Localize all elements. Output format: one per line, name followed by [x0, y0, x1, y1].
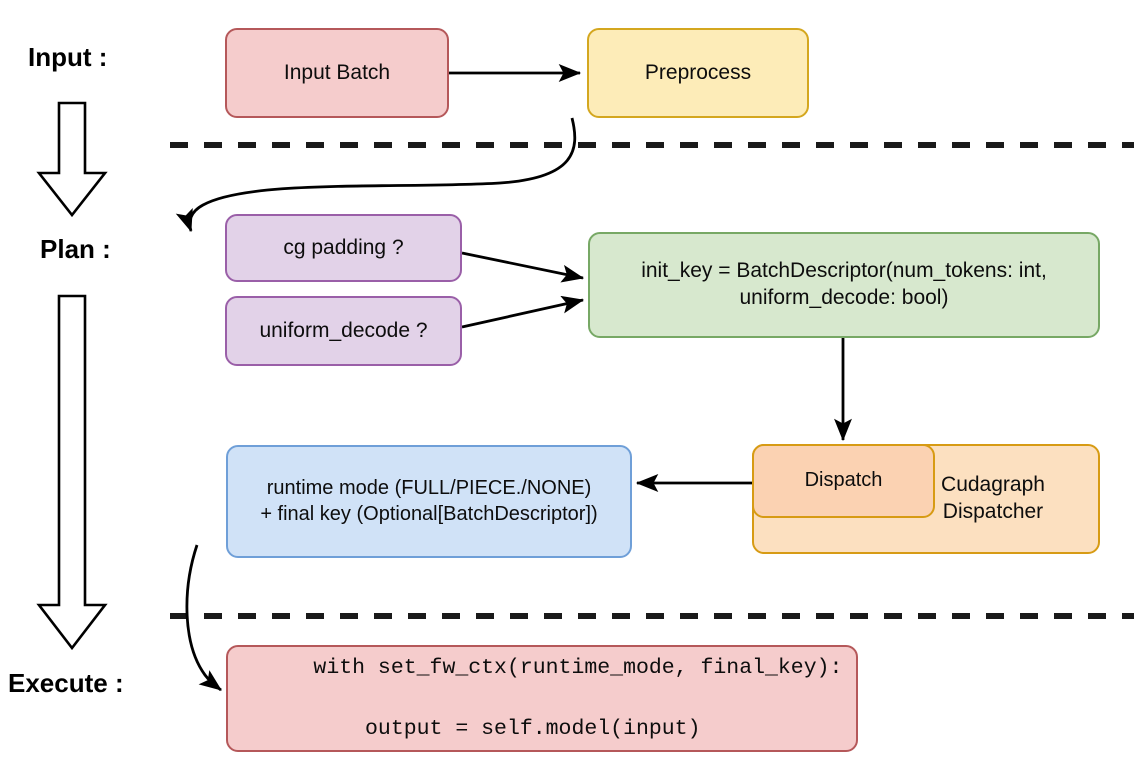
node-label-line2: + final key (Optional[BatchDescriptor]) — [260, 502, 598, 525]
node-runtime-mode[interactable]: runtime mode (FULL/PIECE./NONE) + final … — [226, 445, 632, 558]
code-line-2: output = self.model(input) — [313, 716, 701, 741]
stage-label-execute: Execute : — [8, 668, 124, 698]
node-label-line1: runtime mode (FULL/PIECE./NONE) — [266, 476, 592, 499]
edge-cg-padding-to-init-key — [461, 251, 585, 283]
code-block: with set_fw_ctx(runtime_mode, final_key)… — [236, 622, 842, 770]
edge-uniform-to-init-key — [461, 295, 585, 329]
stage-arrow-plan-to-execute — [36, 294, 108, 651]
node-label: runtime mode (FULL/PIECE./NONE) + final … — [260, 476, 597, 527]
node-label: init_key = BatchDescriptor(num_tokens: i… — [641, 258, 1047, 312]
edge-runtime-mode-to-code — [185, 544, 222, 692]
node-label: cg padding ? — [283, 235, 404, 259]
node-label: Dispatch — [804, 469, 883, 492]
node-label-line2: Dispatcher — [942, 500, 1044, 523]
node-label-line2: uniform_decode: bool) — [739, 286, 949, 309]
node-input-batch[interactable]: Input Batch — [225, 28, 449, 118]
node-uniform-decode[interactable]: uniform_decode ? — [225, 296, 462, 366]
node-label: uniform_decode ? — [259, 318, 428, 342]
stage-arrow-input-to-plan — [36, 101, 108, 218]
node-init-key[interactable]: init_key = BatchDescriptor(num_tokens: i… — [588, 232, 1100, 338]
stage-label-plan: Plan : — [40, 234, 111, 264]
node-label-line1: init_key = BatchDescriptor(num_tokens: i… — [641, 259, 1047, 283]
code-line-1: with set_fw_ctx(runtime_mode, final_key)… — [313, 655, 843, 680]
stage-label-input: Input : — [28, 42, 108, 72]
node-label-line1: Cudagraph — [941, 473, 1045, 497]
node-cg-padding[interactable]: cg padding ? — [225, 214, 462, 282]
edge-preprocess-to-cg-padding — [175, 117, 577, 233]
node-execute-code[interactable]: with set_fw_ctx(runtime_mode, final_key)… — [226, 645, 858, 752]
node-dispatch[interactable]: Dispatch — [752, 444, 935, 518]
node-label: Preprocess — [644, 60, 752, 84]
node-label: Cudagraph Dispatcher — [908, 472, 1078, 526]
node-label: Input Batch — [283, 60, 391, 84]
node-preprocess[interactable]: Preprocess — [587, 28, 809, 118]
